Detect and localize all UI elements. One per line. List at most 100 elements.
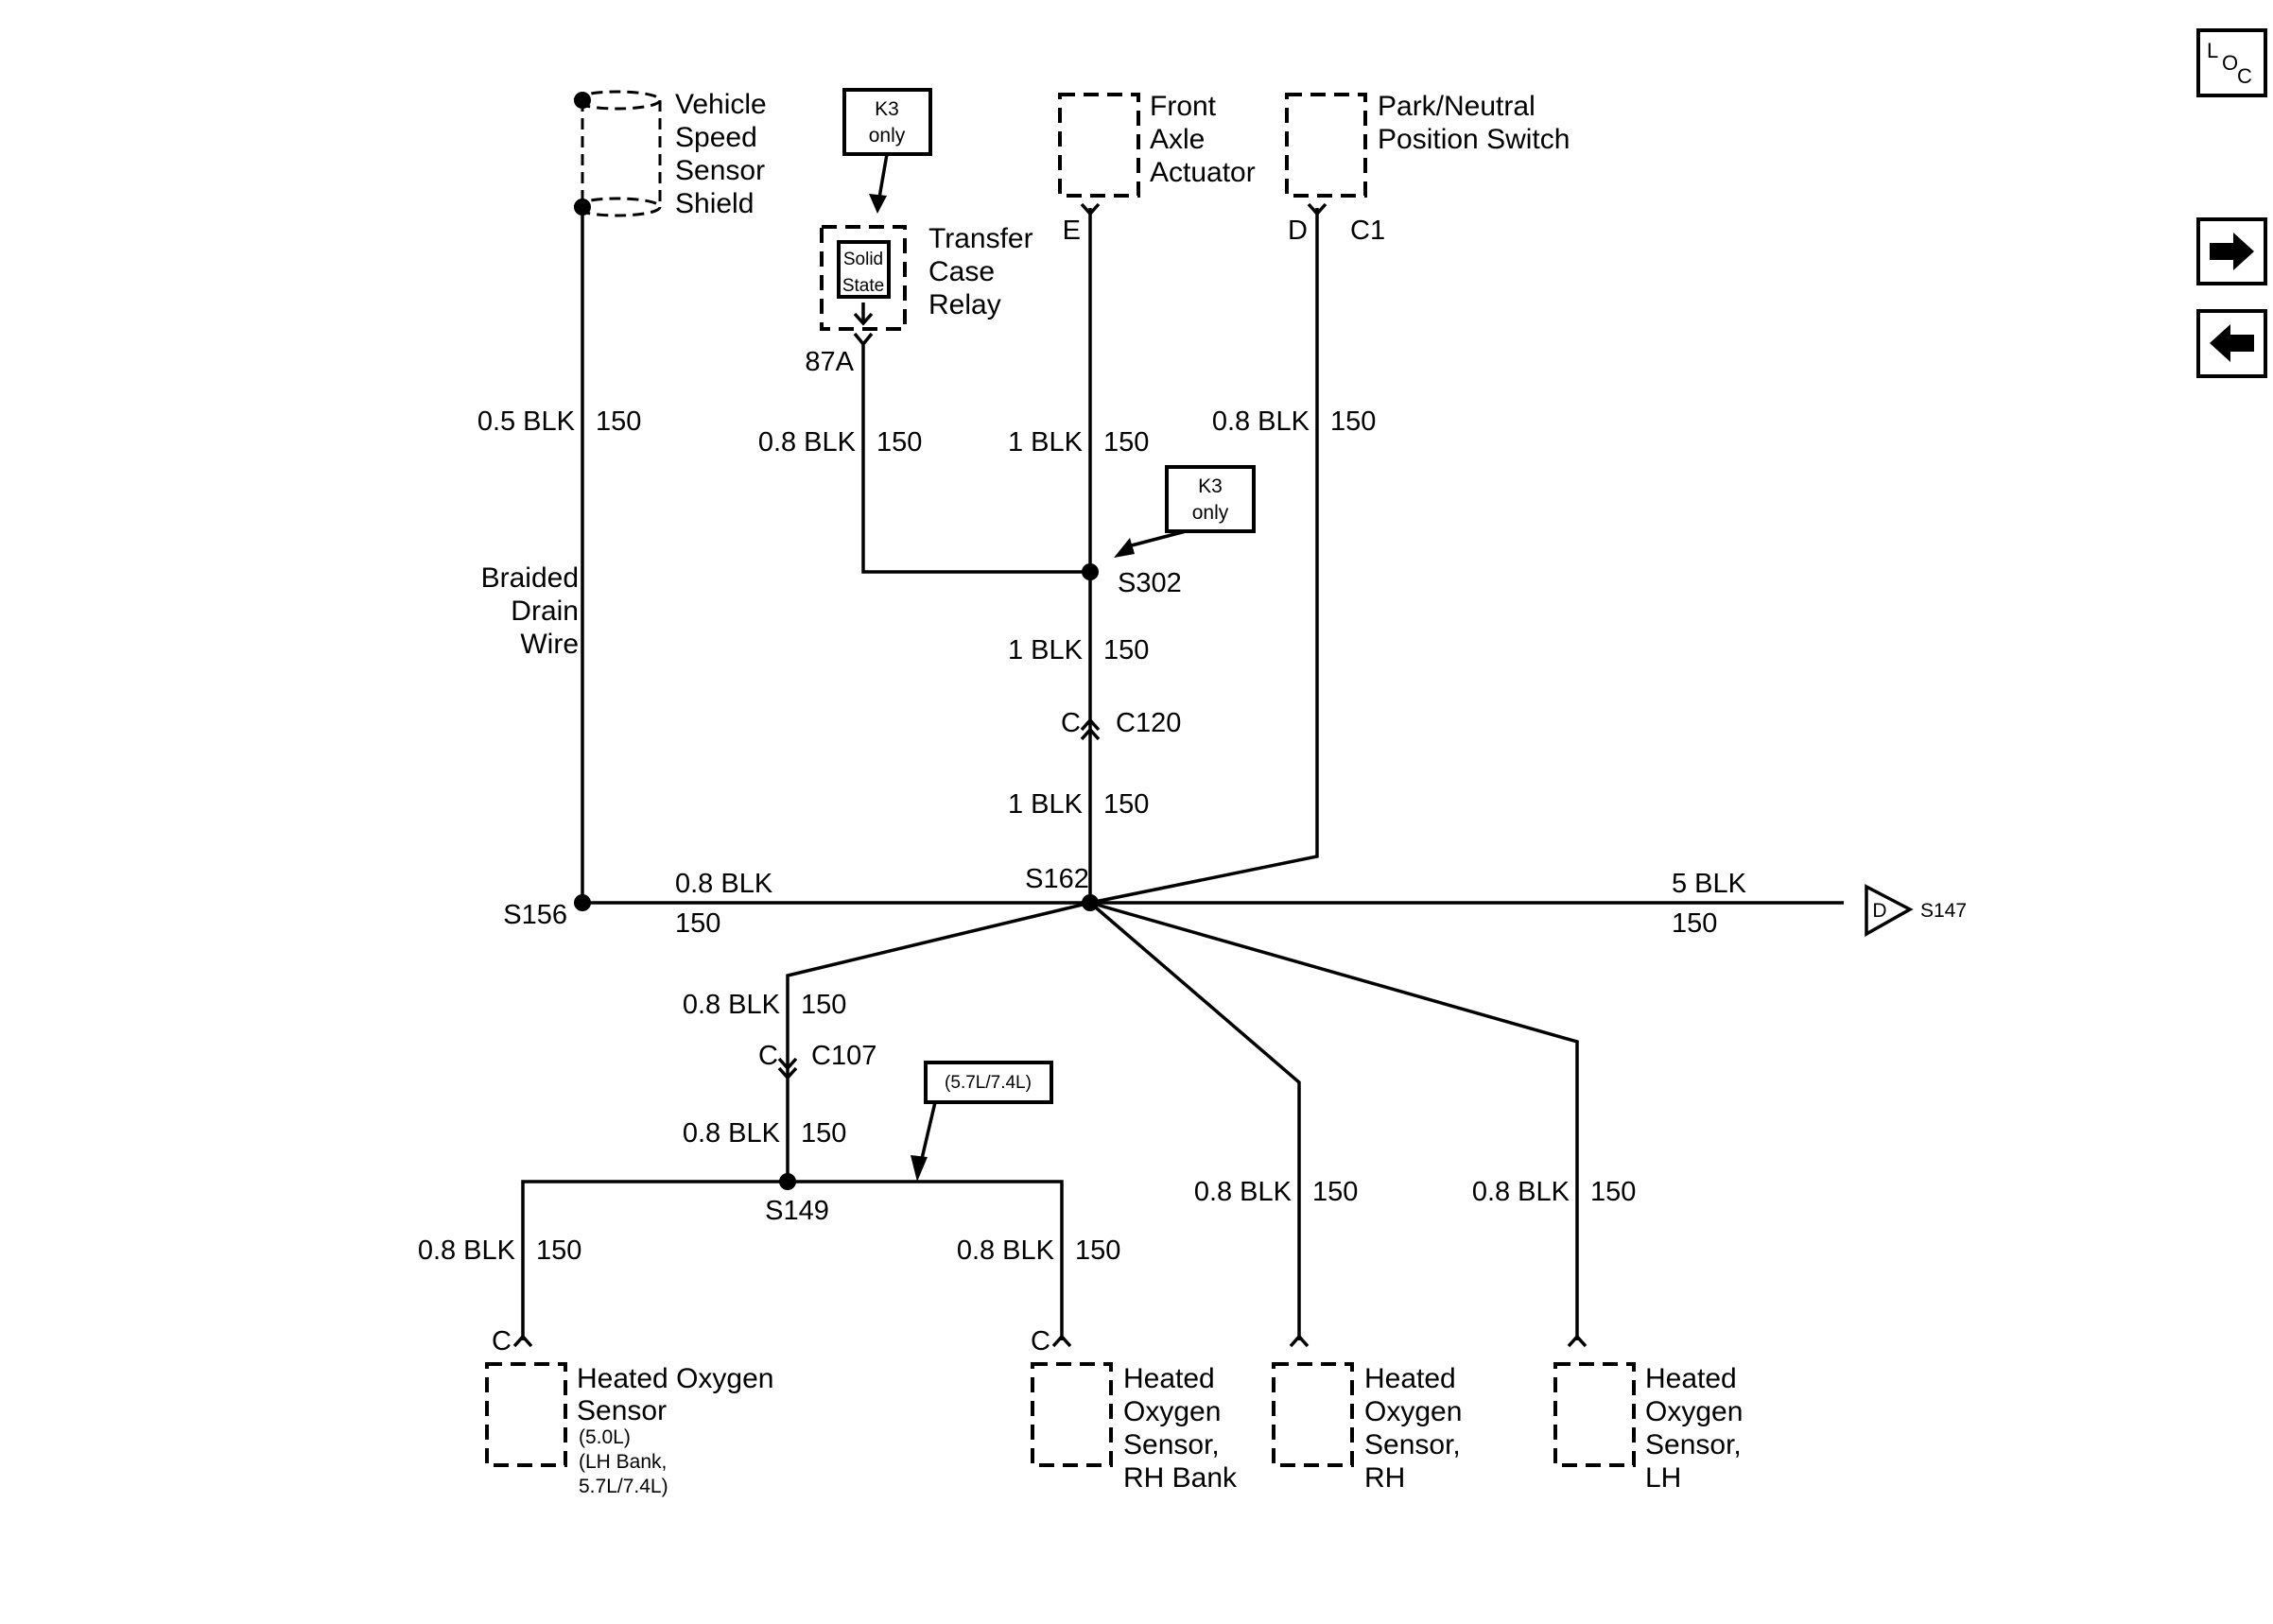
- c120-pin-label: C: [1061, 708, 1081, 738]
- hos-left-pin-label: C: [492, 1326, 512, 1356]
- labels: Vehicle Speed Sensor Shield K3 only Soli…: [418, 89, 1967, 1497]
- wire-hos-lh-circuit: 150: [1590, 1177, 1636, 1207]
- previous-page-button[interactable]: [2196, 309, 2267, 378]
- wire-hos-rh-circuit: 150: [1312, 1177, 1358, 1207]
- connector-hos-left-symbol: [512, 1334, 533, 1348]
- wire-s156-gauge: 0.8 BLK: [675, 869, 773, 899]
- splice-s156-label: S156: [503, 900, 567, 930]
- wire-relay-circuit: 150: [876, 427, 922, 458]
- connector-e-symbol: [1080, 202, 1101, 216]
- hos-left-note-2: (LH Bank,: [579, 1451, 667, 1473]
- k3-note-top-arrowhead: [869, 194, 887, 214]
- connector-hos-lh-symbol: [1567, 1334, 1588, 1348]
- hos-rh-box: [1272, 1362, 1354, 1467]
- wire-s147-circuit: 150: [1672, 908, 1717, 939]
- splice-s147-label: S147: [1920, 900, 1967, 922]
- wire-park-neutral: [1089, 208, 1319, 905]
- wire-c107-upper-gauge: 0.8 BLK: [683, 990, 781, 1020]
- solid-state-box: [837, 240, 891, 299]
- c120-label: C120: [1116, 708, 1181, 738]
- wire-park-gauge: 0.8 BLK: [1212, 406, 1310, 437]
- wire-hos-rh-gauge: 0.8 BLK: [1194, 1177, 1293, 1207]
- wire-axle-upper-gauge: 1 BLK: [1008, 427, 1084, 458]
- park-neutral-label-1: Park/Neutral: [1378, 91, 1536, 122]
- hos-rh-bank-label-2: Oxygen: [1123, 1396, 1221, 1427]
- vss-shield-component: [573, 90, 662, 217]
- wire-vss-circuit: 150: [596, 406, 641, 437]
- hos-rh-bank-pin-label: C: [1031, 1326, 1050, 1356]
- wire-hos-rh-bank-gauge: 0.8 BLK: [957, 1235, 1055, 1266]
- engine-option-note-box: [924, 1061, 1053, 1104]
- connector-87a-symbol: [853, 332, 874, 347]
- arrow-right-icon: [2210, 233, 2254, 270]
- c107-label: C107: [811, 1041, 876, 1071]
- pin-c1-label: C1: [1350, 216, 1385, 246]
- vss-shield-label-4: Shield: [675, 188, 754, 219]
- wire-axle-lower-circuit: 150: [1103, 789, 1149, 820]
- splice-s302-label: S302: [1118, 568, 1182, 598]
- c107-pin-label: C: [758, 1041, 778, 1071]
- k3-note-box-mid: [1165, 465, 1256, 533]
- pin-d-label: D: [1288, 216, 1308, 246]
- wire-c107-upper-circuit: 150: [801, 990, 846, 1020]
- k3-note-top-line2: only: [869, 125, 906, 147]
- braided-drain-label-1: Braided: [481, 562, 579, 594]
- k3-note-box-top: [842, 88, 932, 156]
- wire-c107-lower-circuit: 150: [801, 1118, 846, 1149]
- wire-hos-left-circuit: 150: [536, 1235, 581, 1266]
- k3-note-mid-arrowhead: [1114, 538, 1135, 558]
- s147-pin-d-label: D: [1872, 900, 1886, 922]
- components: [485, 90, 1914, 1467]
- connector-d-c1-symbol: [1307, 202, 1327, 216]
- pin-87a-label: 87A: [805, 347, 854, 377]
- connector-hos-rh-symbol: [1289, 1334, 1310, 1348]
- k3-note-mid-line1: K3: [1198, 475, 1223, 497]
- solid-state-line1: Solid: [843, 250, 883, 269]
- braided-drain-label-2: Drain: [511, 596, 579, 627]
- hos-rh-label-3: Sensor,: [1364, 1429, 1461, 1460]
- park-neutral-label-2: Position Switch: [1378, 124, 1570, 155]
- hos-left-label-2: Sensor: [577, 1395, 667, 1426]
- note-boxes: [842, 88, 1256, 1182]
- hos-rh-label-1: Heated: [1364, 1363, 1456, 1394]
- hos-lh-label-3: Sensor,: [1645, 1429, 1742, 1460]
- hos-rh-bank-box: [1031, 1362, 1113, 1467]
- transfer-case-relay-label-3: Relay: [928, 289, 1001, 320]
- pin-e-label: E: [1063, 216, 1081, 246]
- hos-rh-label-2: Oxygen: [1364, 1396, 1462, 1427]
- engine-option-arrowhead: [911, 1155, 928, 1182]
- hos-left-label-1: Heated Oxygen: [577, 1363, 773, 1394]
- relay-arrow-head: [853, 312, 874, 326]
- s147-offpage-triangle: [1865, 884, 1914, 937]
- wire-s147-gauge: 5 BLK: [1672, 869, 1747, 899]
- hos-rh-bank-label-4: RH Bank: [1123, 1462, 1238, 1494]
- hos-left-note-1: (5.0L): [579, 1426, 631, 1448]
- loc-letter-o: O: [2222, 51, 2238, 75]
- loc-letter-l: L: [2207, 39, 2218, 62]
- hos-left-note-3: 5.7L/7.4L): [579, 1476, 668, 1497]
- hos-lh-label-1: Heated: [1645, 1363, 1737, 1394]
- splice-s302-dot: [1082, 563, 1099, 580]
- hos-lh-box: [1553, 1362, 1636, 1467]
- next-page-button[interactable]: [2196, 217, 2267, 285]
- splice-s162-label: S162: [1025, 864, 1089, 894]
- wire-c107-branch: [786, 901, 1091, 1182]
- loc-letter-c: C: [2237, 64, 2252, 88]
- loc-button[interactable]: L O C: [2196, 28, 2267, 97]
- hos-rh-bank-label-3: Sensor,: [1123, 1429, 1220, 1460]
- front-axle-label-1: Front: [1150, 91, 1217, 122]
- connector-symbols: [512, 202, 1588, 1348]
- splice-s149-dot: [779, 1173, 796, 1190]
- hos-lh-label-2: Oxygen: [1645, 1396, 1743, 1427]
- vss-shield-label-3: Sensor: [675, 155, 765, 186]
- transfer-case-relay-box: [820, 225, 907, 331]
- transfer-case-relay-label-2: Case: [928, 256, 995, 287]
- vss-shield-label-1: Vehicle: [675, 89, 767, 120]
- wire-vss-gauge: 0.5 BLK: [477, 406, 576, 437]
- wire-axle-mid-gauge: 1 BLK: [1008, 635, 1084, 665]
- wire-park-circuit: 150: [1330, 406, 1376, 437]
- k3-note-mid-line2: only: [1192, 502, 1229, 524]
- splice-s149-label: S149: [765, 1196, 829, 1226]
- connector-hos-rh-bank-symbol: [1051, 1334, 1072, 1348]
